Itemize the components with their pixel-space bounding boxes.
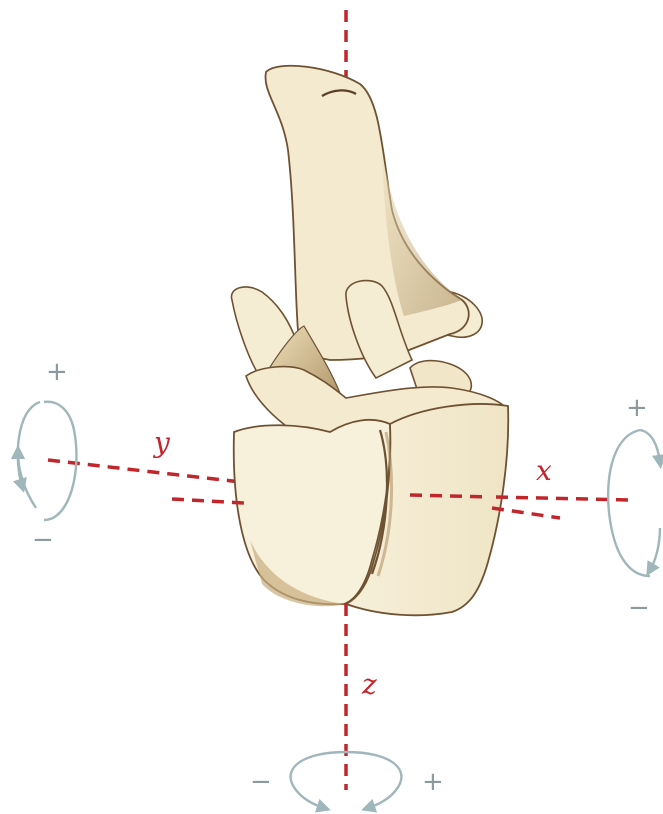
- y-rotation-negative-sign: −: [32, 525, 54, 555]
- y-rotation-positive-sign: +: [46, 357, 68, 387]
- y-rotation-arrow-icon: [18, 402, 77, 520]
- x-rotation-arrow-icon: [608, 430, 660, 576]
- x-axis-label: x: [536, 454, 552, 487]
- vertebra-bone: [231, 66, 508, 616]
- x-axis-stub: [492, 508, 560, 518]
- y-axis-near: [172, 499, 244, 503]
- x-axis-right: [496, 497, 630, 500]
- z-axis-label: z: [361, 668, 377, 701]
- z-rotation-negative-sign: −: [250, 767, 272, 797]
- z-rotation-arrow-icon: [291, 752, 402, 808]
- y-axis-label: y: [152, 426, 171, 459]
- x-rotation-negative-sign: −: [628, 593, 650, 623]
- x-rotation-positive-sign: +: [626, 393, 648, 423]
- z-rotation-positive-sign: +: [422, 767, 444, 797]
